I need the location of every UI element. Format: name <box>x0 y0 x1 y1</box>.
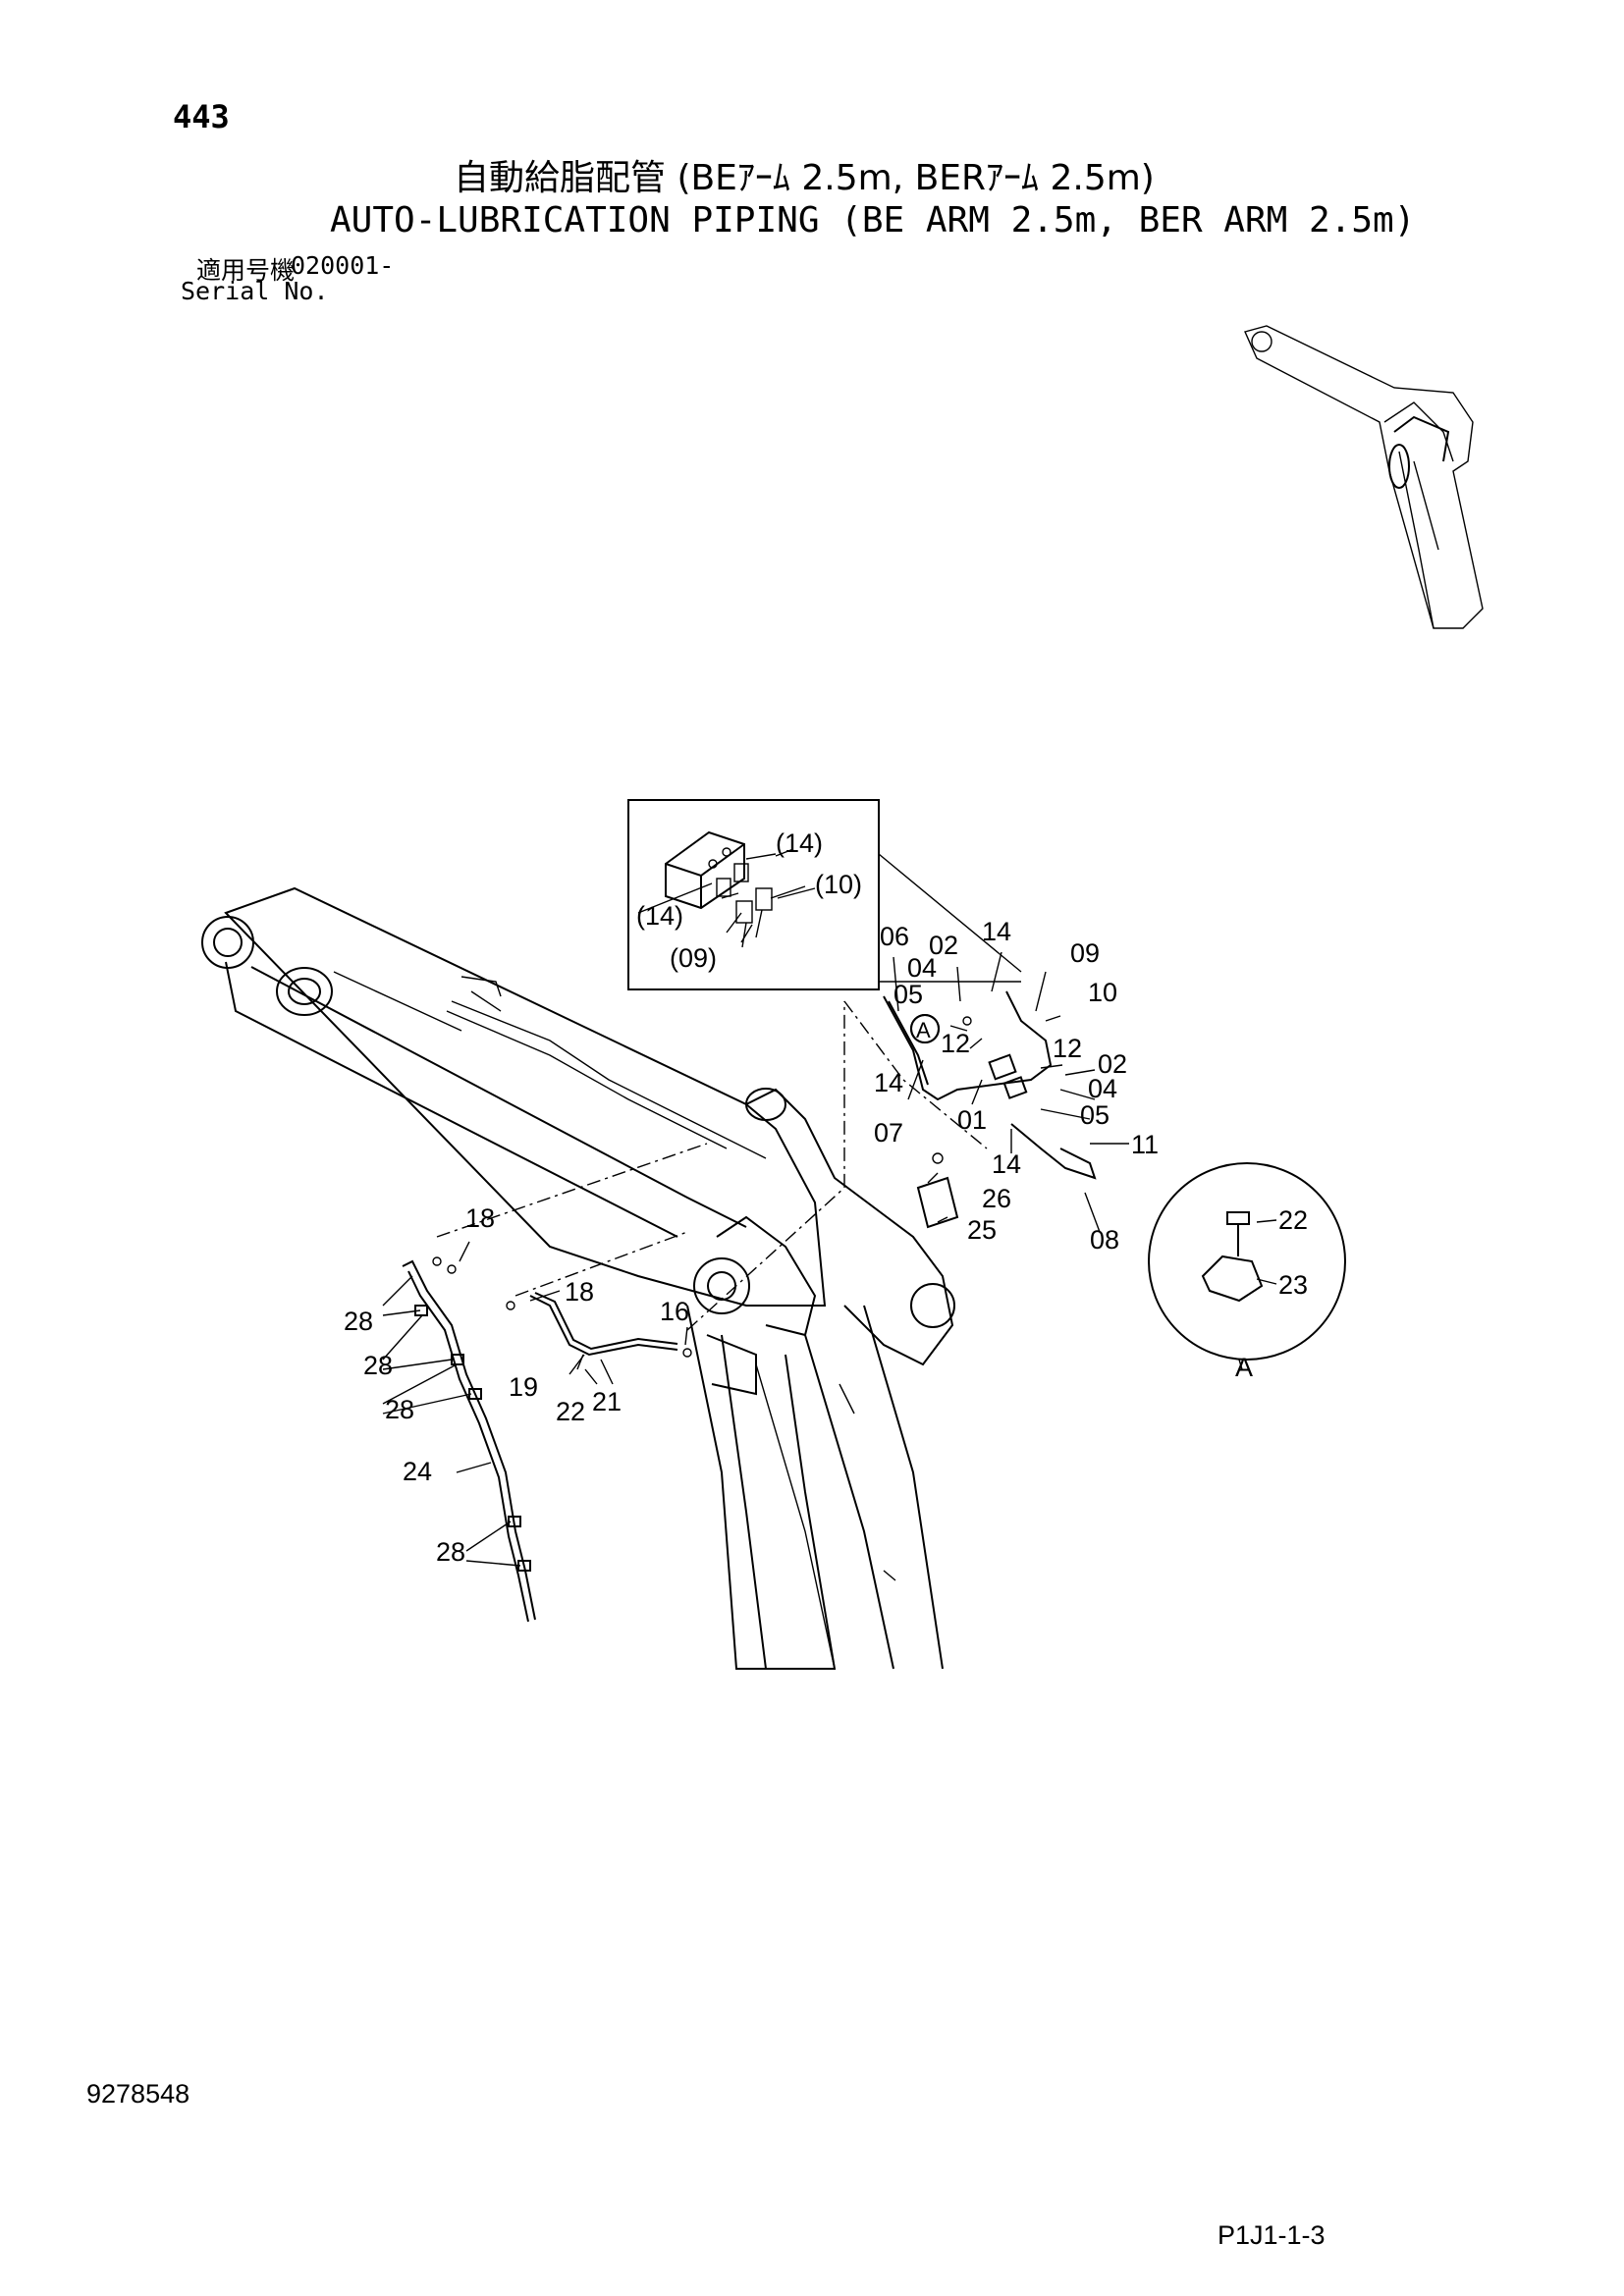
callout-12b: 12 <box>1053 1034 1082 1063</box>
callout-01: 01 <box>957 1105 987 1135</box>
callout-23-detail: 23 <box>1278 1270 1308 1300</box>
pipe-19 <box>447 1264 692 1370</box>
callout-18b: 18 <box>565 1277 594 1307</box>
callout-25: 25 <box>967 1215 997 1245</box>
callout-leaders <box>382 853 1129 1567</box>
detail-a-marker: A <box>916 1018 931 1042</box>
callout-inset-09: (09) <box>670 943 717 973</box>
callout-28d: 28 <box>436 1537 465 1567</box>
inset-fitting-detail <box>627 799 1022 990</box>
callout-05b: 05 <box>1080 1100 1110 1130</box>
callout-inset-10: (10) <box>815 870 862 899</box>
document-number: 9278548 <box>86 2079 190 2109</box>
callout-24: 24 <box>403 1457 432 1486</box>
page-number: 443 <box>173 98 230 135</box>
callout-09: 09 <box>1070 938 1100 968</box>
callout-28c: 28 <box>385 1395 414 1424</box>
callout-07: 07 <box>874 1118 903 1148</box>
callout-14c: 14 <box>992 1149 1021 1179</box>
callout-12a: 12 <box>941 1029 970 1058</box>
serial-number-value: 020001- <box>291 251 395 280</box>
callout-19: 19 <box>509 1372 538 1402</box>
callout-22-detail: 22 <box>1278 1205 1308 1235</box>
callout-11: 11 <box>1131 1130 1159 1159</box>
detail-a-marker-circle <box>910 1014 940 1043</box>
callout-06: 06 <box>880 922 909 951</box>
callout-02a: 02 <box>929 931 958 960</box>
serial-label-japanese: 適用号機 <box>196 256 296 285</box>
callout-08: 08 <box>1090 1225 1119 1255</box>
piping-assembly <box>883 990 1097 1229</box>
callout-21: 21 <box>592 1387 622 1416</box>
callout-22-lower: 22 <box>556 1397 585 1426</box>
callout-04b: 04 <box>1088 1074 1117 1103</box>
callout-18a: 18 <box>465 1203 495 1233</box>
callout-14b: 14 <box>874 1068 903 1097</box>
leader-lines <box>436 1000 988 1331</box>
callout-10: 10 <box>1088 978 1117 1007</box>
callout-26: 26 <box>982 1184 1011 1213</box>
callout-28b: 28 <box>363 1351 393 1380</box>
serial-label-english: Serial No. <box>181 277 329 305</box>
boom-assembly <box>201 886 955 1670</box>
callout-14a: 14 <box>982 917 1011 946</box>
pipe-24 <box>402 1256 536 1623</box>
callout-inset-14a: (14) <box>776 828 823 858</box>
page-code: P1J1-1-3 <box>1218 2220 1326 2250</box>
overview-thumbnail <box>1244 325 1484 629</box>
detail-a-label: A <box>1235 1353 1253 1382</box>
callout-02b: 02 <box>1098 1049 1127 1079</box>
callout-28a: 28 <box>344 1307 373 1336</box>
callout-16: 16 <box>660 1297 689 1326</box>
callout-04a: 04 <box>907 953 937 983</box>
page-title-japanese: 自動給脂配管 (BEｱｰﾑ 2.5m, BERｱｰﾑ 2.5m) <box>454 158 1155 198</box>
detail-view-a <box>1148 1162 1346 1370</box>
callout-inset-14b: (14) <box>636 901 683 931</box>
callout-05a: 05 <box>893 980 923 1009</box>
page-title-english: AUTO-LUBRICATION PIPING (BE ARM 2.5m, BE… <box>330 200 1416 240</box>
